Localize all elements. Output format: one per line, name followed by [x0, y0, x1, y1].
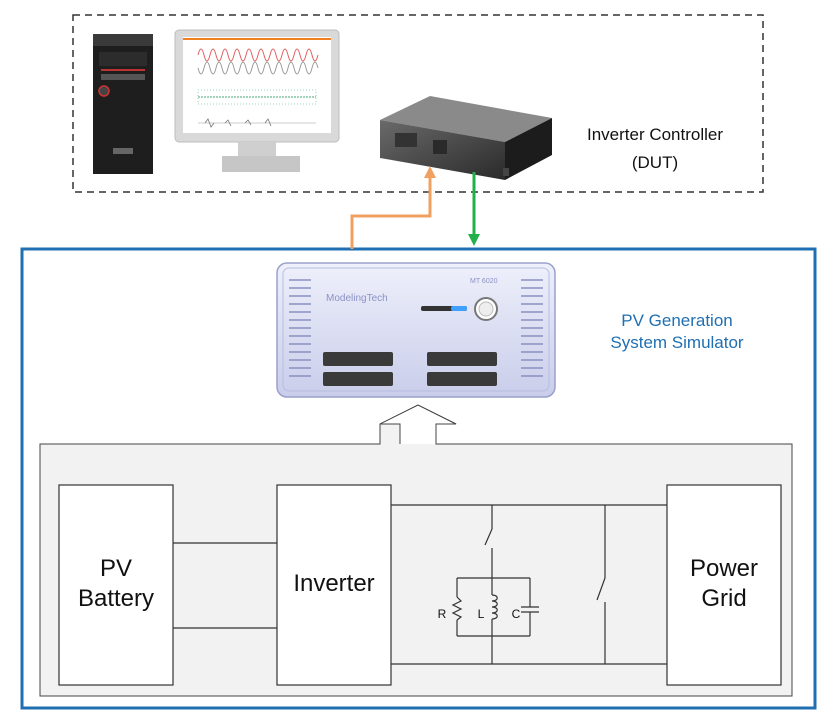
- device-brand-label: ModelingTech: [326, 293, 388, 304]
- simulator-region: [20, 247, 817, 710]
- pv-battery-label-line1: PV: [100, 555, 132, 582]
- controller-box-icon: [380, 96, 552, 180]
- inverter-label: Inverter: [293, 570, 374, 597]
- pv-battery-block: [58, 484, 174, 686]
- arrow-stem-cover: [379, 404, 457, 444]
- inverter-block: [276, 484, 392, 686]
- simulator-device-icon: ModelingTech MT 6020: [276, 262, 556, 398]
- dut-title-line1: Inverter Controller: [587, 125, 723, 144]
- capacitor-label: C: [512, 607, 521, 621]
- pv-battery-label-line2: Battery: [78, 585, 154, 612]
- inductor-label: L: [478, 607, 485, 621]
- monitor-icon: [174, 29, 340, 172]
- dut-region: [72, 14, 764, 193]
- power-grid-label-line2: Grid: [701, 585, 746, 612]
- orange-signal-arrow: [350, 166, 436, 249]
- circuit-wiring: [173, 504, 667, 665]
- pc-tower-icon: [93, 34, 153, 174]
- power-grid-block: [666, 484, 782, 686]
- simulator-title-line2: System Simulator: [610, 333, 744, 352]
- power-grid-label-line1: Power: [690, 555, 758, 582]
- simulator-title-line1: PV Generation: [621, 311, 733, 330]
- device-model-label: MT 6020: [470, 278, 498, 285]
- dut-title-line2: (DUT): [632, 153, 678, 172]
- resistor-label: R: [438, 607, 447, 621]
